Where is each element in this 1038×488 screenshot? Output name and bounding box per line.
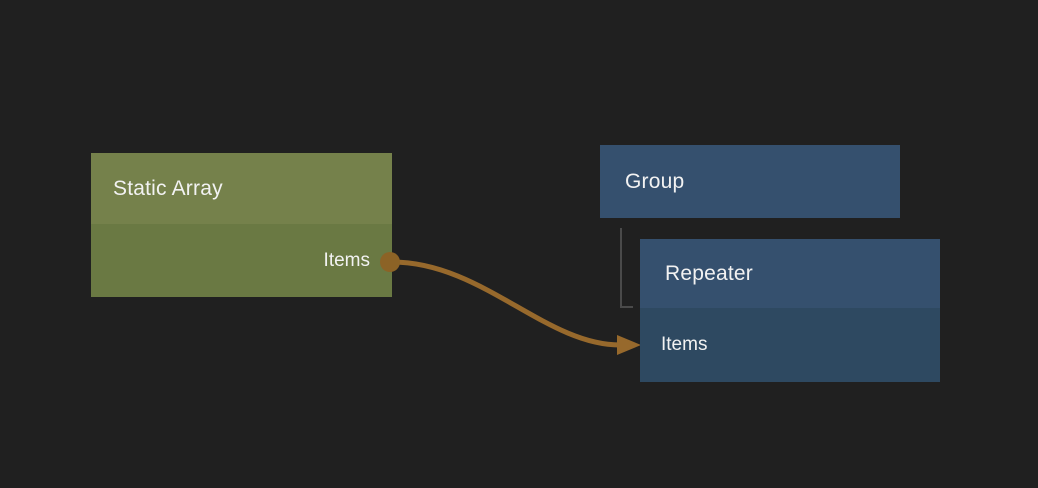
node-group-title[interactable]: Group [625,169,685,193]
connection-arrowhead-icon [617,335,641,355]
node-repeater[interactable]: Repeater Items [640,239,940,382]
node-static-array-title[interactable]: Static Array [91,153,392,224]
node-group[interactable]: Group [600,145,900,218]
input-port-label: Items [661,334,708,355]
items-connection-wire[interactable] [389,259,623,348]
node-static-array-output-row[interactable]: Items [91,224,392,297]
output-port-label: Items [323,249,370,271]
node-static-array[interactable]: Static Array Items [91,153,400,297]
group-repeater-hierarchy-line [620,228,633,308]
node-repeater-input-row[interactable]: Items [640,308,940,382]
output-port-dot[interactable] [380,252,400,272]
node-repeater-title[interactable]: Repeater [640,239,940,308]
